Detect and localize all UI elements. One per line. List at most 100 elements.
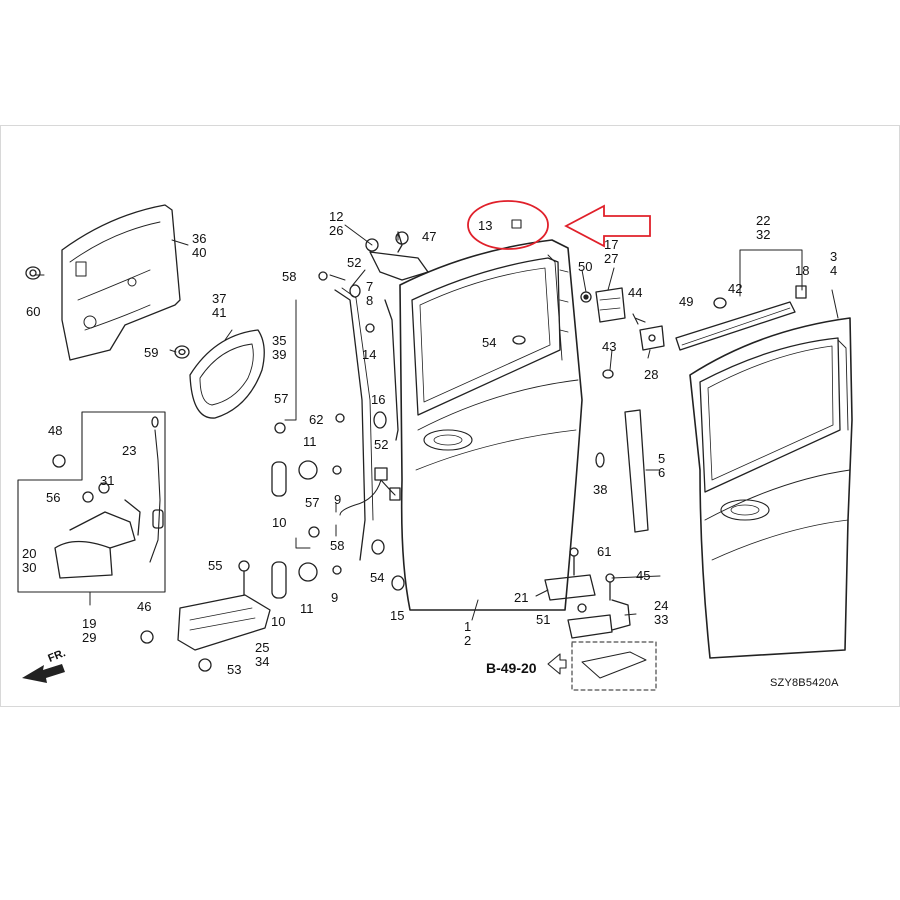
callout-49: 49 (679, 294, 694, 309)
callout-18: 18 (795, 263, 810, 278)
main-door-window (411, 257, 561, 416)
callout-59: 59 (144, 345, 159, 360)
lower-bracket-21 (544, 574, 596, 601)
part-18-stopper (795, 285, 807, 299)
callout-11-upper: 11 (303, 434, 317, 449)
part-51-nut (577, 603, 587, 613)
callout-55: 55 (208, 558, 223, 573)
callout-62: 62 (309, 412, 324, 427)
part-11-lower (298, 562, 318, 582)
callout-14: 14 (362, 347, 377, 362)
part-48-bolt (52, 454, 66, 468)
callout-58-top: 58 (282, 269, 297, 284)
part-59-grommet (174, 345, 190, 359)
callout-50: 50 (578, 259, 593, 274)
reference-dashed-box (571, 641, 657, 691)
lock-assembly-box (17, 411, 166, 593)
highlight-arrow (564, 204, 651, 248)
reference-arrow (547, 653, 567, 675)
part-52-connector (374, 467, 388, 481)
rear-door-window (699, 337, 841, 493)
callout-10-upper: 10 (272, 515, 287, 530)
part-60-clip (25, 266, 41, 280)
callout-44: 44 (628, 285, 643, 300)
callout-9-lower: 9 (331, 590, 339, 605)
bracket-35-39-leader (284, 299, 297, 421)
part-16-grommet (373, 411, 387, 429)
reference-label: B-49-20 (486, 660, 537, 676)
callout-11-lower: 11 (300, 601, 314, 616)
callout-23: 23 (122, 443, 137, 458)
door-lock-20-30 (54, 540, 113, 579)
callout-46: 46 (137, 599, 152, 614)
part-53-nut (198, 658, 212, 672)
callout-60: 60 (26, 304, 41, 319)
callout-38: 38 (593, 482, 608, 497)
callout-61: 61 (597, 544, 612, 559)
weatherstrip-7 (334, 289, 366, 561)
highlight-circle (467, 200, 549, 250)
part-55-bolt (238, 560, 250, 572)
rear-door-outline (689, 317, 853, 659)
part-57-bolt-lower (308, 526, 320, 538)
garnish-5-6 (624, 409, 649, 533)
front-direction-arrow (22, 664, 65, 683)
callout-10-lower: 10 (271, 614, 286, 629)
part-31-clip (98, 482, 110, 494)
callout-28: 28 (644, 367, 659, 382)
callout-16: 16 (371, 392, 386, 407)
part-54-ring (371, 539, 385, 555)
highlight-marker (467, 200, 651, 250)
door-trim-panel (61, 204, 181, 361)
callout-48: 48 (48, 423, 63, 438)
part-52-clip-top (349, 284, 361, 298)
upper-roller-arm (369, 251, 429, 281)
callout-54-lower: 54 (370, 570, 385, 585)
part-46-bolt (140, 630, 154, 644)
callout-58-lower: 58 (330, 538, 345, 553)
part-58-screw-top (318, 271, 328, 281)
callout-56: 56 (46, 490, 61, 505)
part-56-bolt (82, 491, 94, 503)
part-15-cap (391, 575, 405, 591)
callout-52-top: 52 (347, 255, 362, 270)
part-11-upper (298, 460, 318, 480)
callout-51: 51 (536, 612, 551, 627)
callout-21: 21 (514, 590, 529, 605)
cable-23 (149, 429, 161, 563)
callout-15: 15 (390, 608, 405, 623)
callout-57-lower: 57 (305, 495, 320, 510)
upper-rail-22-32 (675, 301, 796, 351)
handle-rail-25-34 (177, 594, 271, 651)
plate-28 (639, 325, 665, 351)
callout-9-upper: 9 (334, 492, 342, 507)
callout-53: 53 (227, 662, 242, 677)
wire-harness (339, 479, 396, 516)
callout-31: 31 (100, 473, 115, 488)
handle-10-lower (271, 561, 287, 599)
callout-43: 43 (602, 339, 617, 354)
callout-42: 42 (728, 281, 743, 296)
part-38-cap (595, 452, 605, 468)
inner-handle-bezel (189, 329, 265, 419)
part-13-clip (511, 219, 522, 229)
diagram-code: SZY8B5420A (770, 677, 839, 689)
main-door-outline (399, 239, 583, 611)
callout-13-highlighted: 13 (478, 218, 493, 233)
callout-45: 45 (636, 568, 651, 583)
part-62-clip (335, 413, 345, 423)
hinge-17-27 (595, 287, 626, 323)
